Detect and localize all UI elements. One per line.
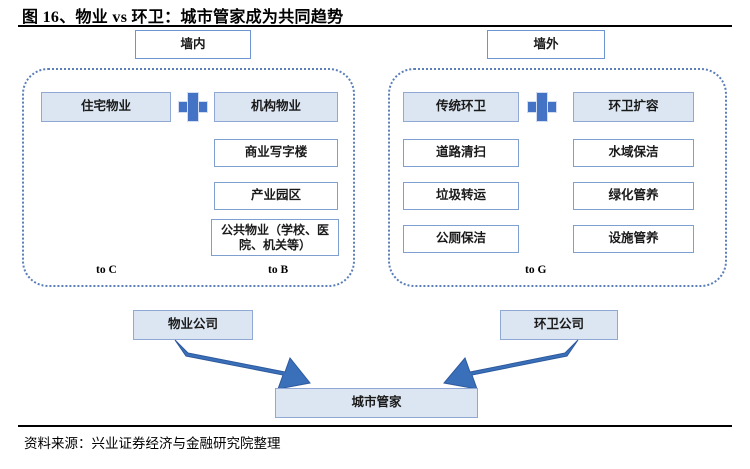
box-property-company[interactable]: 物业公司 [133, 310, 253, 340]
box-sanitation-expansion[interactable]: 环卫扩容 [573, 92, 694, 122]
segment-label-to-g: to G [525, 264, 547, 276]
plus-icon-vertical-bar [187, 92, 199, 122]
box-greening-maintenance[interactable]: 绿化管养 [573, 182, 694, 210]
plus-icon [178, 92, 208, 122]
box-facility-maintenance[interactable]: 设施管养 [573, 225, 694, 253]
box-waste-transfer[interactable]: 垃圾转运 [403, 182, 519, 210]
segment-label-to-b: to B [268, 264, 289, 276]
box-residential-property[interactable]: 住宅物业 [41, 92, 171, 122]
box-sanitation-company[interactable]: 环卫公司 [500, 310, 618, 340]
box-commercial-office[interactable]: 商业写字楼 [214, 139, 338, 167]
arrow-down-left-icon [443, 339, 579, 390]
figure-source: 资料来源：兴业证券经济与金融研究院整理 [24, 436, 281, 451]
figure-title: 图 16、物业 vs 环卫：城市管家成为共同趋势 [22, 9, 344, 26]
plus-icon-vertical-bar [536, 92, 548, 122]
box-industrial-park[interactable]: 产业园区 [214, 182, 338, 210]
group-outside-wall [388, 68, 727, 287]
box-institutional-property[interactable]: 机构物业 [214, 92, 338, 122]
plus-icon [527, 92, 557, 122]
header-box-inside-wall: 墙内 [135, 30, 251, 59]
box-city-butler[interactable]: 城市管家 [275, 388, 478, 418]
group-inside-wall [22, 68, 355, 287]
box-public-toilet-cleaning[interactable]: 公厕保洁 [403, 225, 519, 253]
box-water-area-cleaning[interactable]: 水域保洁 [573, 139, 694, 167]
header-box-outside-wall: 墙外 [487, 30, 605, 59]
box-traditional-sanitation[interactable]: 传统环卫 [403, 92, 519, 122]
segment-label-to-c: to C [96, 264, 117, 276]
box-public-property[interactable]: 公共物业（学校、医院、机关等） [211, 219, 339, 256]
title-divider-rule [18, 25, 732, 27]
box-road-sweeping[interactable]: 道路清扫 [403, 139, 519, 167]
source-divider-rule [18, 425, 732, 427]
arrow-down-right-icon [174, 339, 311, 390]
